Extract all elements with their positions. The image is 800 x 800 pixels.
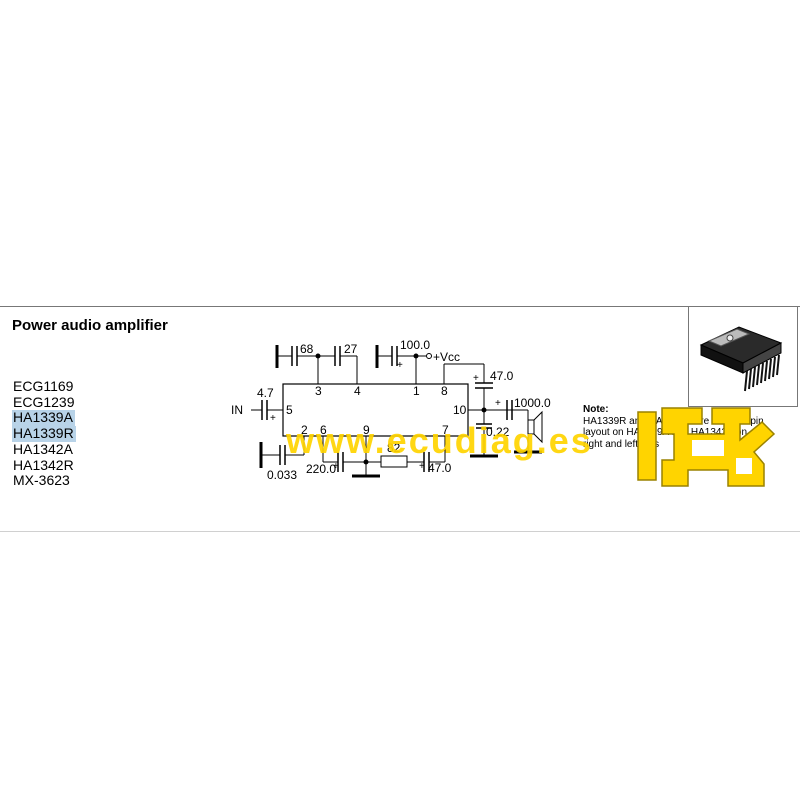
pin-label: 9 [363,423,370,437]
polarity-plus: + [333,461,339,472]
cap-022-label: 0.22 [486,425,510,439]
vcc-label: +Vcc [433,350,460,364]
note-title: Note: [583,404,609,415]
polarity-plus: + [397,360,403,371]
pin-label: 4 [354,384,361,398]
part-number: ECG1239 [13,393,75,410]
polarity-plus: + [270,413,276,424]
package-image-frame [688,306,798,407]
part-number: ECG1169 [13,378,74,394]
page-title: Power audio amplifier [12,317,168,334]
note-line: right and left pins [583,438,660,450]
cap-47-bottom-label: 47.0 [428,461,452,475]
watermark-text: www.ecudiag.es [286,420,593,461]
pin-label: 2 [301,423,308,437]
pin-label: 8 [441,384,448,398]
part-number: HA1342A [13,440,73,457]
cap-68-label: 68 [300,342,314,356]
bottom-rule [0,531,800,532]
cap-1000-label: 1000.0 [514,396,551,410]
cap-47-top-label: 47.0 [490,369,514,383]
top-rule [0,306,800,307]
pin-label: 5 [286,403,293,417]
part-number: MX-3623 [13,472,70,489]
pin-label: 6 [320,423,327,437]
part-number-list: ECG1169 ECG1239 HA1339A HA1339R HA1342A … [12,378,76,489]
ic-package-image [699,326,783,392]
pin-label: 7 [442,423,449,437]
pin-label: 3 [315,384,322,398]
part-number-highlighted: HA1339R [12,425,76,442]
res-82-label: 82 [387,441,401,455]
cap-220-label: 220.0 [306,462,336,476]
polarity-plus: + [495,398,501,409]
part-number: HA1342R [13,456,74,473]
pin-label: 1 [413,384,420,398]
pin-label: 10 [453,403,467,417]
polarity-plus: + [419,461,425,472]
input-label: IN [231,403,243,417]
part-number-highlighted: HA1339A [12,409,75,427]
cap-100-label: 100.0 [400,338,430,352]
cap-47-input-label: 4.7 [257,386,274,400]
watermark-logo-icon [637,407,776,487]
cap-27-label: 27 [344,342,358,356]
cap-0033-label: 0.033 [267,468,297,482]
polarity-plus: + [473,373,479,384]
